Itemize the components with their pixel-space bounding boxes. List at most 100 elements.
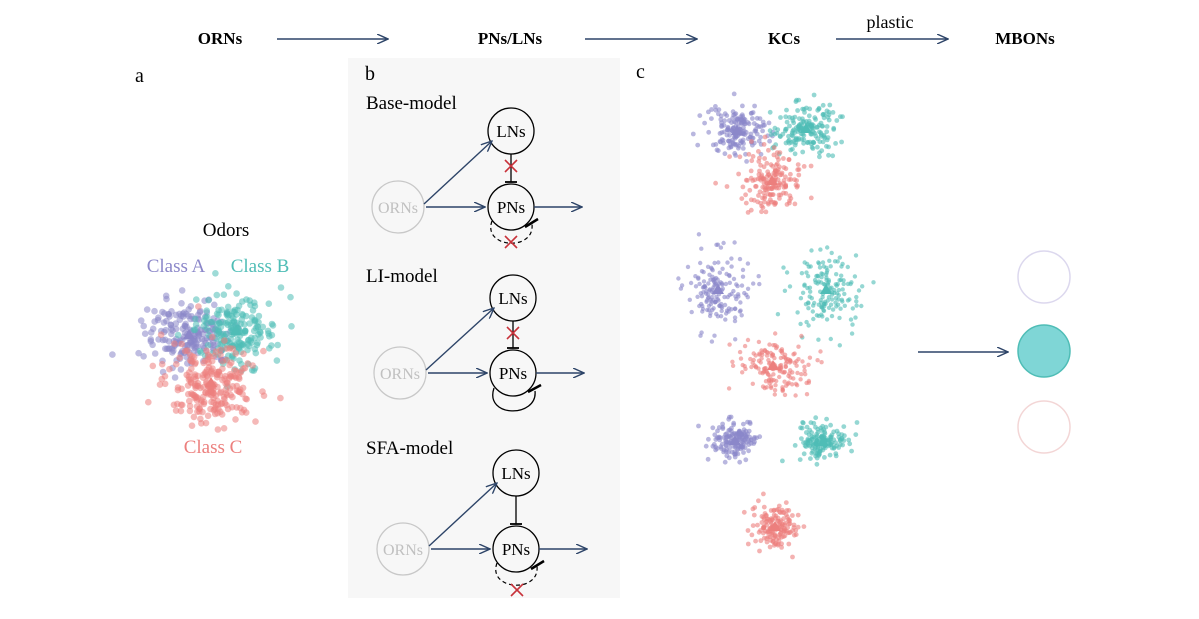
kc-li-class-a-cloud-point [708,301,714,307]
li-model-diagram: LI-model ORNs LNs PNs [366,266,584,412]
class-b-label: Class B [231,256,290,277]
kc-base-class-b-cloud-point [787,140,792,146]
kc-li-class-c-cloud-point [727,342,732,347]
kc-li-class-c-cloud-point [794,363,799,368]
kc-base-class-a-cloud-point [758,134,763,140]
odor-class-b-cloud-point [237,339,244,347]
base-self-loop-blocked-cross-icon [504,235,518,249]
kc-li-class-a-cloud-centroid-marker [712,284,724,294]
kc-scatter [676,91,876,560]
kc-li-class-c-cloud-point [780,350,785,355]
kc-li-class-b-cloud-point [839,273,844,278]
kc-base-class-b-cloud-point [778,115,783,120]
kc-sfa-class-b-cloud-point [813,435,819,440]
kc-base-class-c-cloud-point [781,165,787,170]
kc-li-class-b-cloud-point [816,260,821,265]
kc-base-class-c-cloud-point [758,162,763,168]
kc-sfa-class-c-cloud-point [771,508,777,513]
kc-li-class-c-cloud-point [788,368,793,373]
kc-base-class-c-cloud-point [749,158,755,164]
kc-sfa-class-c-cloud-point [801,524,807,529]
odor-class-c-cloud-point [223,345,230,352]
kc-li-class-b-cloud-point [841,278,846,283]
kc-sfa-class-b-cloud-point [854,420,860,425]
kc-li-class-b-cloud-point [860,284,865,289]
kc-sfa-class-c-cloud-point [761,491,766,497]
kc-sfa-class-c-cloud-point [791,525,797,530]
odor-class-c-cloud-point [194,380,202,387]
base-pns-label: PNs [497,198,525,217]
kc-li-class-b-cloud-point [840,287,845,292]
odor-class-c-cloud-point [177,407,185,415]
odor-class-b-cloud-point [246,320,253,327]
kc-li-class-b-cloud-point [848,317,854,322]
kc-sfa-class-a-cloud-point [724,434,730,440]
odor-class-b-cloud-point [231,308,238,316]
kc-li-class-b-cloud-centroid-marker [820,284,832,294]
kc-li-class-b-cloud-point [815,273,820,278]
kc-li-class-a-cloud [676,232,762,344]
kc-li-class-c-cloud-point [766,357,771,363]
kc-li-class-a-cloud-point [701,285,707,290]
kc-sfa-class-c-cloud-point [786,541,792,547]
odor-class-b-cloud-point [268,331,276,339]
kc-sfa-class-b-cloud-point [820,423,825,429]
kc-base-class-c-cloud-point [766,200,771,206]
odor-class-b-cloud-point [288,323,295,330]
kc-li-class-c-cloud-point [726,386,732,391]
kc-base-class-c-cloud-point [749,139,754,144]
li-orn-to-ln-arrow [425,308,494,371]
odor-class-c-cloud-point [178,385,185,393]
kc-sfa-class-b-cloud-point [828,442,834,447]
kc-li-class-b-cloud-point [820,314,825,319]
kc-li-class-a-cloud-point [699,246,704,251]
kc-sfa-class-c-cloud-point [756,529,762,535]
kc-base-class-b-cloud-point [825,135,831,141]
kc-li-class-b-cloud-point [849,331,855,336]
kc-base-class-c-cloud-point [768,162,774,168]
kc-base-class-a-cloud-point [706,109,711,115]
odor-class-a-cloud-point [140,353,147,360]
odor-class-c-cloud-point [260,347,267,355]
kc-li-class-c-cloud-point [768,384,774,389]
kc-base-class-b-cloud-point [775,127,781,132]
kc-base-class-b-cloud-point [821,134,827,140]
kc-li-class-a-cloud-point [717,270,722,275]
kc-base-class-b-cloud-point [826,152,831,158]
odor-class-a-cloud-point [135,349,142,357]
odor-class-a-cloud-point [109,351,116,358]
kc-li-class-c-cloud-point [767,342,772,347]
kc-base-class-a-cloud-point [727,132,732,138]
kc-base-class-b-cloud-point [811,92,817,98]
kc-li-class-a-cloud-point [715,242,721,247]
odor-class-a-cloud-centroid-marker [183,329,195,339]
kc-li-class-a-cloud-point [721,240,726,246]
kc-li-class-a-cloud-point [733,306,738,311]
base-model-title: Base-model [366,93,457,114]
kc-sfa-class-a-cloud-point [723,449,729,454]
odor-class-b-cloud-point [230,318,238,326]
kc-sfa-class-b-cloud-point [815,426,821,432]
odor-class-c-cloud-point [221,395,228,403]
kc-base-class-a-cloud-point [722,111,728,117]
li-self-loop-bar [527,383,542,394]
kc-sfa-class-b-cloud-point [799,436,804,441]
kc-sfa-class-c-cloud-centroid-marker [769,521,781,531]
odor-class-b-cloud-point [251,299,258,307]
kc-sfa-class-c-cloud-point [795,512,801,518]
kc-sfa-class-a-cloud-point [741,450,746,455]
kc-li-class-a-cloud-point [698,260,703,266]
kc-li-class-b-cloud-point [818,247,823,252]
kc-base-class-c-cloud-point [740,184,746,190]
kc-li-class-a-cloud-point [729,264,734,269]
odor-class-c-cloud-point [189,391,196,399]
kc-base-class-a-cloud-point [690,131,696,137]
kc-base-class-b-cloud-point [767,109,773,115]
odor-class-b-cloud-point [248,334,255,342]
odor-class-b-cloud-point [193,296,200,303]
kc-base-class-b-cloud-point [784,119,790,125]
odor-class-c-cloud-point [219,358,226,365]
kc-li-class-c-cloud-point [740,362,745,368]
kc-li-class-c-cloud-point [780,387,785,392]
kc-li-class-b-cloud-point [854,299,859,304]
